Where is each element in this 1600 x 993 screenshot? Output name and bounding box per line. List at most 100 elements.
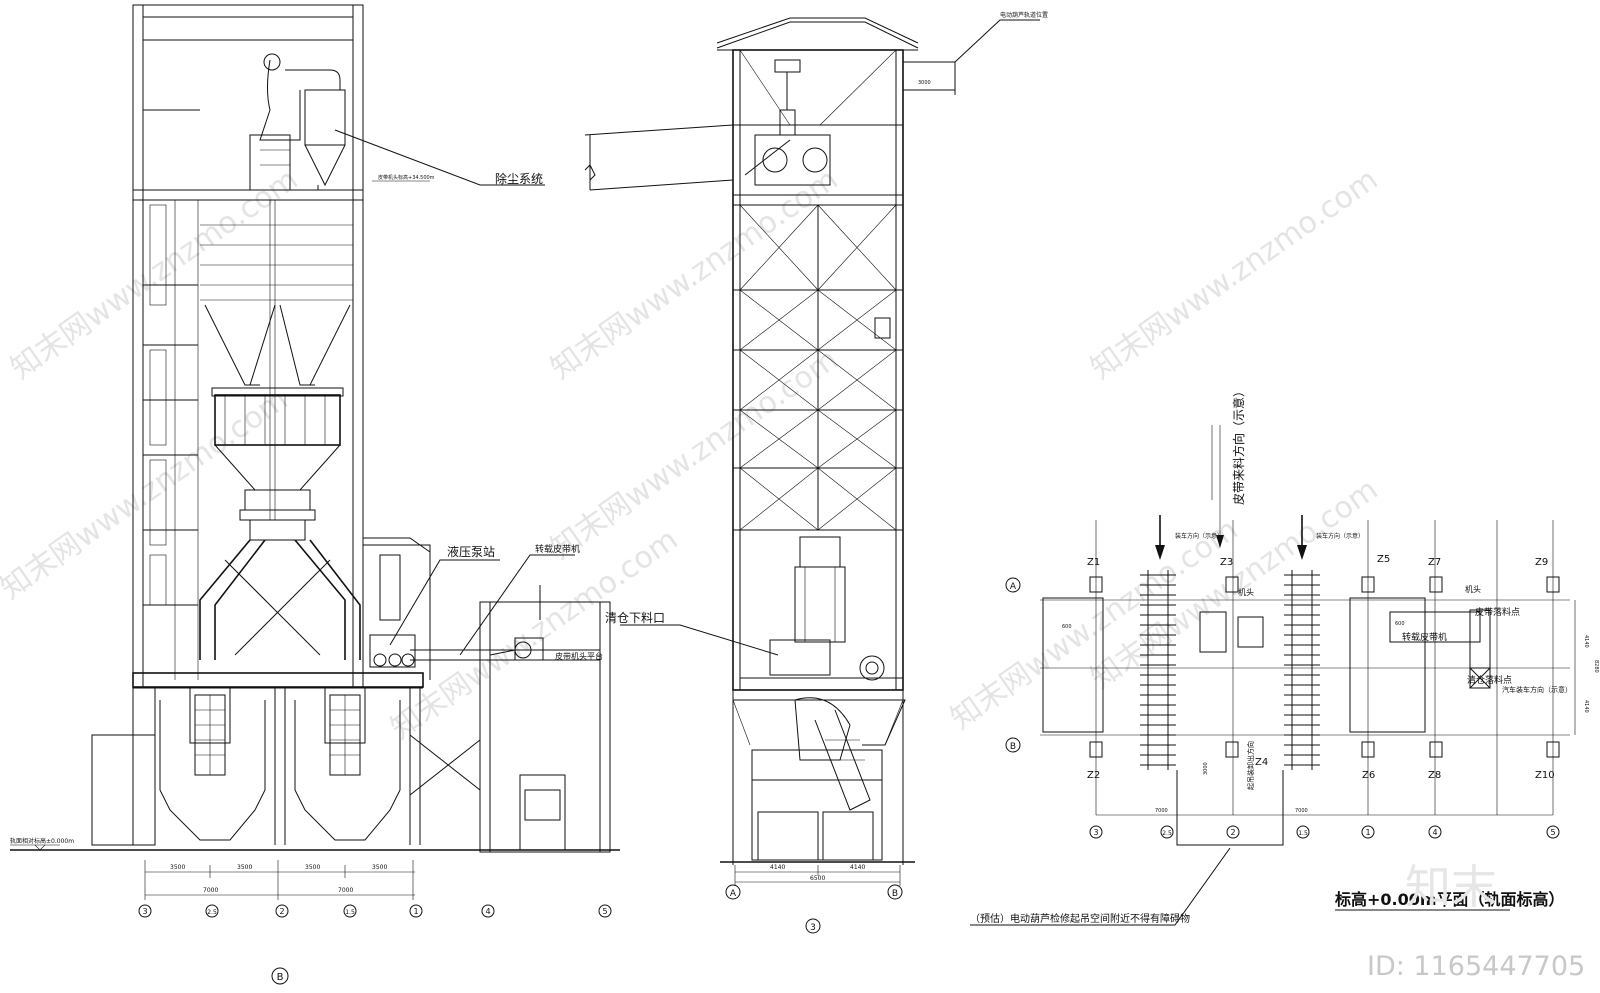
- dim-600: 600: [1395, 621, 1405, 627]
- column-label: Z2: [1087, 770, 1100, 781]
- axis-label: 5: [602, 907, 607, 916]
- dim-7000: 7000: [1155, 808, 1168, 814]
- dim-7000: 7000: [338, 887, 353, 894]
- label-rail-elevation: 轨面相对标高±0.000m: [10, 837, 74, 845]
- column-label: Z9: [1535, 557, 1548, 568]
- dim-3000: 3000: [1203, 762, 1209, 775]
- watermark-text: 知末网www.znzmo.com: [385, 522, 685, 747]
- note-hoist-clearance: （预估）电动葫芦检修起吊空间附近不得有障碍物: [970, 912, 1190, 925]
- dim-7000: 7000: [203, 887, 218, 894]
- label-clean-out-port: 清仓下料口: [605, 611, 665, 625]
- transfer-belt-head: [489, 637, 544, 661]
- label-truck-loading-direction: 汽车装车方向（示意）: [1502, 685, 1572, 694]
- axis-label: 3: [1093, 828, 1098, 837]
- axis-label: 2: [279, 907, 284, 916]
- axis-label: 1.5: [1298, 830, 1308, 837]
- axis-label: 1: [1365, 828, 1370, 837]
- column-label: Z5: [1377, 554, 1390, 565]
- column-label: Z1: [1087, 557, 1100, 568]
- axis-label: 3: [142, 907, 147, 916]
- lower-hopper-right: [294, 687, 401, 841]
- axis-label: A: [730, 889, 737, 899]
- dim-3500: 3500: [170, 864, 185, 871]
- label-machine-head: 机头: [1465, 584, 1481, 594]
- dim-4140: 4140: [1583, 700, 1589, 713]
- label-loading-direction: 装车方向（示意）: [1175, 532, 1223, 540]
- lower-hopper-left: [159, 687, 266, 841]
- lower-chute: [740, 536, 906, 811]
- axis-label: 2.5: [207, 909, 217, 916]
- axis-label: 3: [810, 923, 816, 933]
- axis-label: 4: [485, 907, 490, 916]
- middle-dimensions: 4140 4140 6500 A 3 B: [725, 864, 903, 934]
- label-crane-exit: 起吊装卸出方向: [1246, 741, 1255, 790]
- label-dust-system: 除尘系统: [495, 171, 543, 186]
- label-belt-direction: 皮带来料方向（示意）: [1231, 385, 1246, 505]
- dim-3000: 3000: [918, 80, 931, 86]
- dim-600: 600: [1062, 624, 1072, 630]
- dim-4140: 4140: [850, 864, 865, 871]
- label-hydraulic-pump-station: 液压泵站: [447, 544, 495, 559]
- rail-track-right: [1284, 570, 1320, 770]
- column-label: Z7: [1428, 557, 1441, 568]
- axis-label: 2: [1230, 828, 1235, 837]
- axis-label: 1: [413, 907, 418, 916]
- label-belt-head-platform: 皮带机头平台: [555, 651, 603, 661]
- axis-label: B: [892, 889, 898, 899]
- column-label: Z10: [1535, 770, 1555, 781]
- dim-3500: 3500: [305, 864, 320, 871]
- x-chutes: [199, 539, 361, 660]
- dim-6500: 6500: [810, 875, 825, 882]
- truss-bracing: [739, 49, 897, 531]
- dim-3500: 3500: [237, 864, 252, 871]
- watermark-text: 知末网www.znzmo.com: [1085, 162, 1385, 387]
- column-label: Z4: [1255, 757, 1268, 768]
- label-clean-drop-point: 清仓落料点: [1467, 674, 1512, 686]
- plan-view: 皮带来料方向（示意） 装车方向（示意） 装车方向（示意） 机头 机头 皮带落料点…: [970, 385, 1599, 926]
- middle-annotations: 电动葫芦轨道位置 清仓下料口: [605, 11, 1048, 656]
- watermark-text: 知末网www.znzmo.com: [5, 162, 305, 387]
- flow-arrows: [1155, 425, 1498, 815]
- hydraulic-pump: [369, 634, 416, 668]
- label-belt-drop-point: 皮带落料点: [1475, 606, 1520, 618]
- plan-columns: [1089, 576, 1560, 758]
- image-id: ID: 1165447705: [1367, 951, 1585, 982]
- label-machine-head: 机头: [1238, 587, 1254, 597]
- row-label: B: [1010, 742, 1016, 752]
- watermark-text: 知末网www.znzmo.com: [0, 382, 294, 607]
- axis-label: 1.5: [345, 909, 355, 916]
- dim-4140: 4140: [770, 864, 785, 871]
- column-label: Z8: [1428, 770, 1441, 781]
- top-hoist: [744, 59, 831, 186]
- left-dimensions: 3500 3500 3500 3500 7000 7000: [144, 860, 415, 900]
- left-annotations: 除尘系统 皮带机头标高+34.500m 液压泵站 转载皮带机 皮带机头平台 轨面…: [10, 129, 603, 851]
- dim-4140: 4140: [1583, 635, 1589, 648]
- label-loading-direction: 装车方向（示意）: [1316, 532, 1364, 540]
- watermarks: 知末网www.znzmo.com 知末网www.znzmo.com 知末网www…: [0, 162, 1384, 747]
- column-label: Z6: [1362, 770, 1375, 781]
- rail-track-left: [1140, 570, 1176, 770]
- axis-label: 4: [1432, 828, 1437, 837]
- row-label: A: [1010, 582, 1017, 592]
- left-elevation: [10, 4, 620, 853]
- left-axis-markers: 3 2.5 2 1.5 1 4 5 B: [138, 904, 612, 985]
- dim-7000: 7000: [1295, 808, 1308, 814]
- right-annex: [363, 537, 611, 853]
- label-transfer-belt-plan: 转载皮带机: [1402, 631, 1447, 643]
- dim-3500: 3500: [372, 864, 387, 871]
- watermark-text: 知末网www.znzmo.com: [545, 162, 845, 387]
- belt-gallery: 3000: [584, 61, 956, 191]
- plan-title: 标高+0.00m平面（轨面标高）: [1334, 890, 1565, 909]
- column-label: Z3: [1220, 557, 1233, 568]
- brand-logo-text: 知末: [1405, 860, 1497, 914]
- axis-label: 5: [1550, 828, 1555, 837]
- dust-collector: [249, 53, 346, 191]
- label-hoist-position: 电动葫芦轨道位置: [1000, 11, 1048, 19]
- label-belt-head-elevation: 皮带机头标高+34.500m: [378, 174, 435, 181]
- axis-label: 2.5: [1162, 830, 1172, 837]
- middle-elevation: 3000: [584, 17, 956, 865]
- dim-8280: 8280: [1593, 660, 1599, 673]
- axis-label-b: B: [277, 972, 284, 983]
- label-transfer-belt: 转载皮带机: [535, 543, 580, 555]
